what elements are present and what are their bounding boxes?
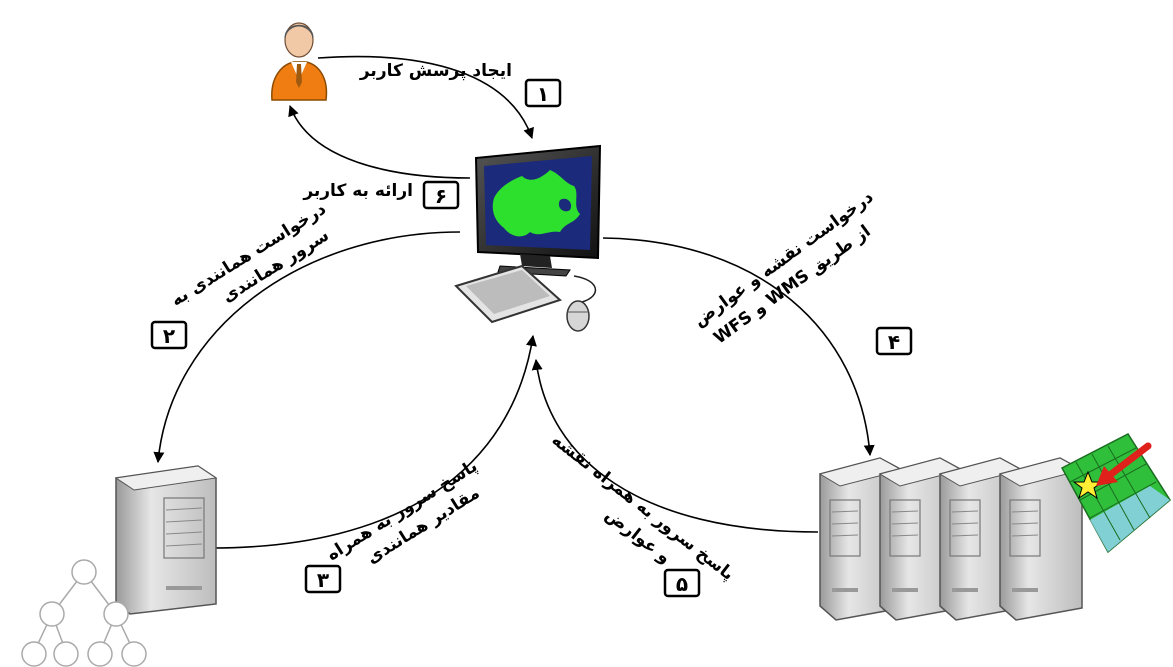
step-4-number: ۴: [888, 330, 900, 354]
step-6-number: ۶: [435, 184, 447, 208]
step-5-badge: ۵: [663, 568, 701, 598]
map-server-cluster-icon: [818, 457, 1084, 621]
arrow-step-3: [211, 334, 537, 549]
user-icon: [271, 22, 328, 101]
step-5-line-1: پاسخ سرور به همراه نقشه: [548, 430, 738, 585]
step-4-line-1: درخواست نقشه و عوارض: [690, 187, 878, 331]
step-5-number: ۵: [676, 572, 688, 596]
red-arrow-icon: [1096, 442, 1152, 486]
step-3-label: پاسخ سرور به همراه مقادیر همانندی: [323, 456, 483, 568]
computer-icon: [454, 144, 602, 332]
step-4-badge: ۴: [875, 326, 913, 356]
arrow-step-6: [288, 104, 471, 179]
step-2-number: ۲: [163, 324, 175, 348]
step-4-label: درخواست نقشه و عوارض از طریق WMS و WFS: [690, 187, 878, 348]
arrow-step-5: [531, 358, 819, 533]
map-layer-icon: [1060, 433, 1171, 554]
step-1-badge: ۱: [524, 78, 562, 108]
step-3-badge: ۳: [304, 564, 342, 594]
step-1-number: ۱: [537, 82, 549, 106]
step-5-label: پاسخ سرور به همراه نقشه و عوارض: [548, 430, 738, 585]
step-2-label: درخواست همانندی به سرور همانندی: [168, 199, 333, 311]
step-1-label: ایجاد پرسش کاربر: [359, 61, 512, 81]
tree-icon: [21, 559, 147, 667]
step-2-badge: ۲: [150, 320, 188, 350]
arrow-step-4: [602, 237, 875, 457]
arrow-step-1: [317, 55, 534, 140]
step-6-label: ارائه به کاربر: [302, 181, 413, 201]
step-3-number: ۳: [317, 568, 329, 592]
map-server-4: [998, 457, 1084, 621]
similarity-server-icon: [114, 465, 218, 615]
step-6-badge: ۶: [422, 180, 460, 210]
map-screen-icon: [492, 170, 580, 237]
arrow-step-2: [153, 231, 461, 464]
